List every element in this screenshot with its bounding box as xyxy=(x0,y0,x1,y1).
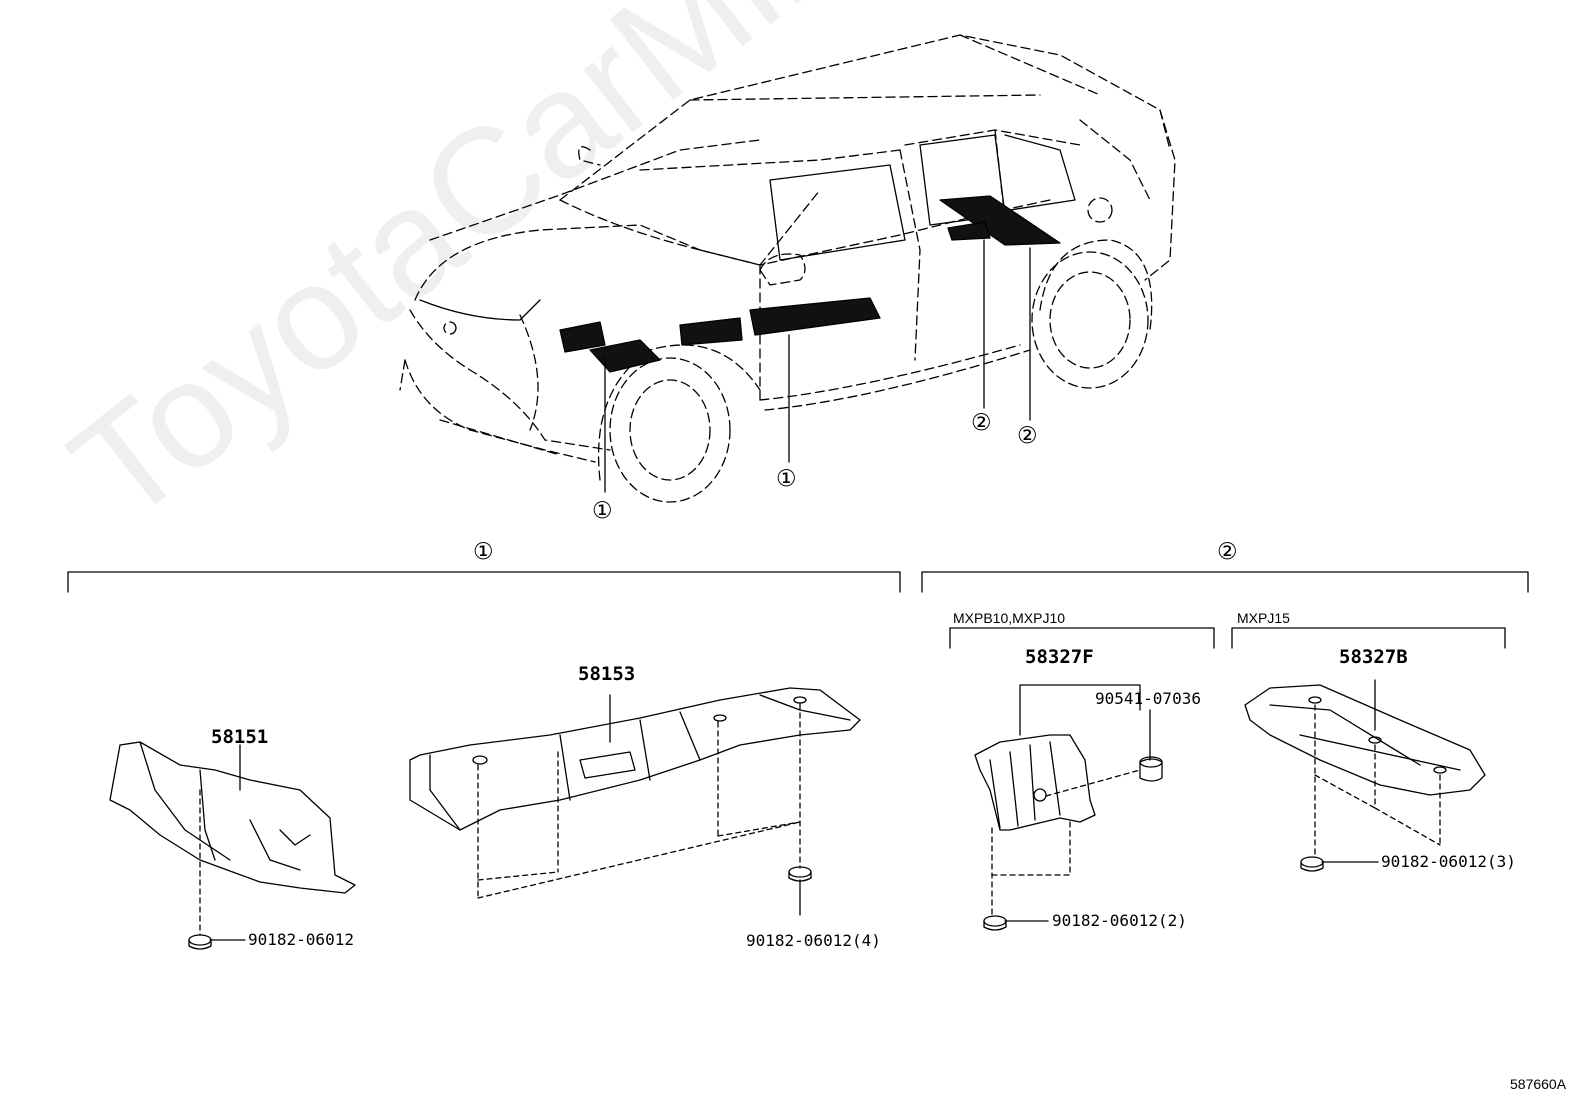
clip-90182-06012-b xyxy=(788,866,812,882)
callout-2-rear-b: ② xyxy=(1017,423,1038,449)
group-2-label: ② xyxy=(1217,539,1238,565)
part-58327B-shape xyxy=(1244,684,1486,796)
part-label-58327F: 58327F xyxy=(1025,646,1094,668)
part-label-clip-a: 90182-06012 xyxy=(248,930,354,949)
part-58153-shape xyxy=(409,687,861,831)
part-label-clip-c: 90182-06012(2) xyxy=(1052,911,1187,930)
part-label-clip-d: 90182-06012(3) xyxy=(1381,852,1516,871)
group-1-label: ① xyxy=(473,539,494,565)
insulator-highlights xyxy=(559,195,1061,373)
part-58151-shape xyxy=(109,741,356,894)
part-58151-leaders xyxy=(199,744,246,941)
callout-1-front: ① xyxy=(592,498,613,524)
spacer-90541-07036 xyxy=(1139,756,1163,782)
part-58153-leaders xyxy=(477,694,801,916)
part-label-90541-07036: 90541-07036 xyxy=(1095,689,1201,708)
part-label-58153: 58153 xyxy=(578,663,636,685)
callout-2-rear-a: ② xyxy=(971,410,992,436)
part-58327F-shape xyxy=(974,734,1096,831)
part-label-clip-b: 90182-06012(4) xyxy=(746,931,881,950)
clip-90182-06012-a xyxy=(188,934,212,950)
group-brackets xyxy=(67,571,1529,649)
model-group-left: MXPB10,MXPJ10 xyxy=(953,610,1066,626)
callout-1-tunnel: ① xyxy=(776,466,797,492)
clip-90182-06012-c xyxy=(983,915,1007,931)
vehicle-leaders xyxy=(604,239,1031,493)
model-group-right: MXPJ15 xyxy=(1237,610,1290,626)
part-label-58151: 58151 xyxy=(211,726,269,748)
figure-number: 587660A xyxy=(1510,1076,1567,1092)
vehicle-outline xyxy=(399,34,1176,503)
clip-90182-06012-d xyxy=(1300,856,1324,872)
part-label-58327B: 58327B xyxy=(1339,646,1408,668)
part-58327B-leaders xyxy=(1314,679,1441,863)
part-58327F-leaders xyxy=(991,684,1151,922)
